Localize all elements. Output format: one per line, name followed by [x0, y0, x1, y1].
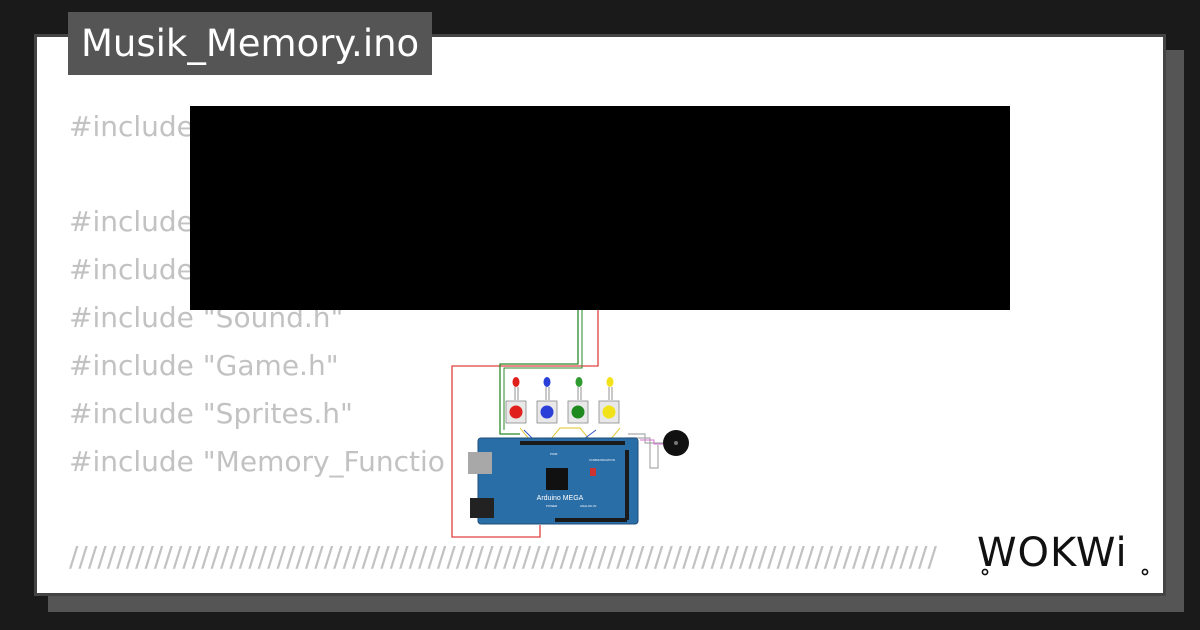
board-small-label: COMMUNICATION: [589, 458, 615, 462]
code-line: #include "Memory_Functio: [69, 445, 445, 478]
led-yellow-icon: [606, 377, 614, 400]
buzzer-icon: [663, 430, 689, 456]
code-line: #include: [69, 205, 194, 238]
wire-green: [499, 310, 579, 435]
led-red-icon: [512, 377, 520, 400]
circuit-diagram: Arduino MEGA COMMUNICATION PWM POWER ANA…: [451, 310, 689, 538]
arduino-mega-board: Arduino MEGA COMMUNICATION PWM POWER ANA…: [468, 437, 639, 525]
button-red-icon: [505, 400, 527, 424]
code-line: #include "Sprites.h": [69, 397, 353, 430]
file-title: Musik_Memory.ino: [68, 12, 433, 75]
board-small-label: ANALOG IN: [580, 504, 596, 508]
wire-buzzer-2: [626, 437, 659, 469]
logo-text: WOKWi: [977, 530, 1128, 576]
code-separator: ////////////////////////////////////////…: [69, 540, 937, 573]
wire-green-2: [503, 310, 583, 430]
code-line: #include: [69, 253, 194, 286]
code-line: #README: [69, 587, 212, 593]
wokwi-logo-icon: WOKWi: [977, 530, 1149, 576]
button-yellow-icon: [598, 400, 620, 424]
board-small-label: PWM: [550, 452, 558, 456]
led-green-icon: [575, 377, 583, 400]
wire-buzzer-3: [640, 439, 672, 445]
button-blue-icon: [536, 400, 558, 424]
board-small-label: POWER: [546, 504, 558, 508]
oled-display: [190, 106, 1010, 310]
wokwi-logo: WOKWi: [975, 528, 1155, 578]
led-blue-icon: [543, 377, 551, 400]
button-green-icon: [567, 400, 589, 424]
code-line: #include "Game.h": [69, 349, 339, 382]
wire-red: [451, 310, 599, 538]
code-line: #include: [69, 110, 194, 143]
board-label: Arduino MEGA: [537, 495, 584, 502]
